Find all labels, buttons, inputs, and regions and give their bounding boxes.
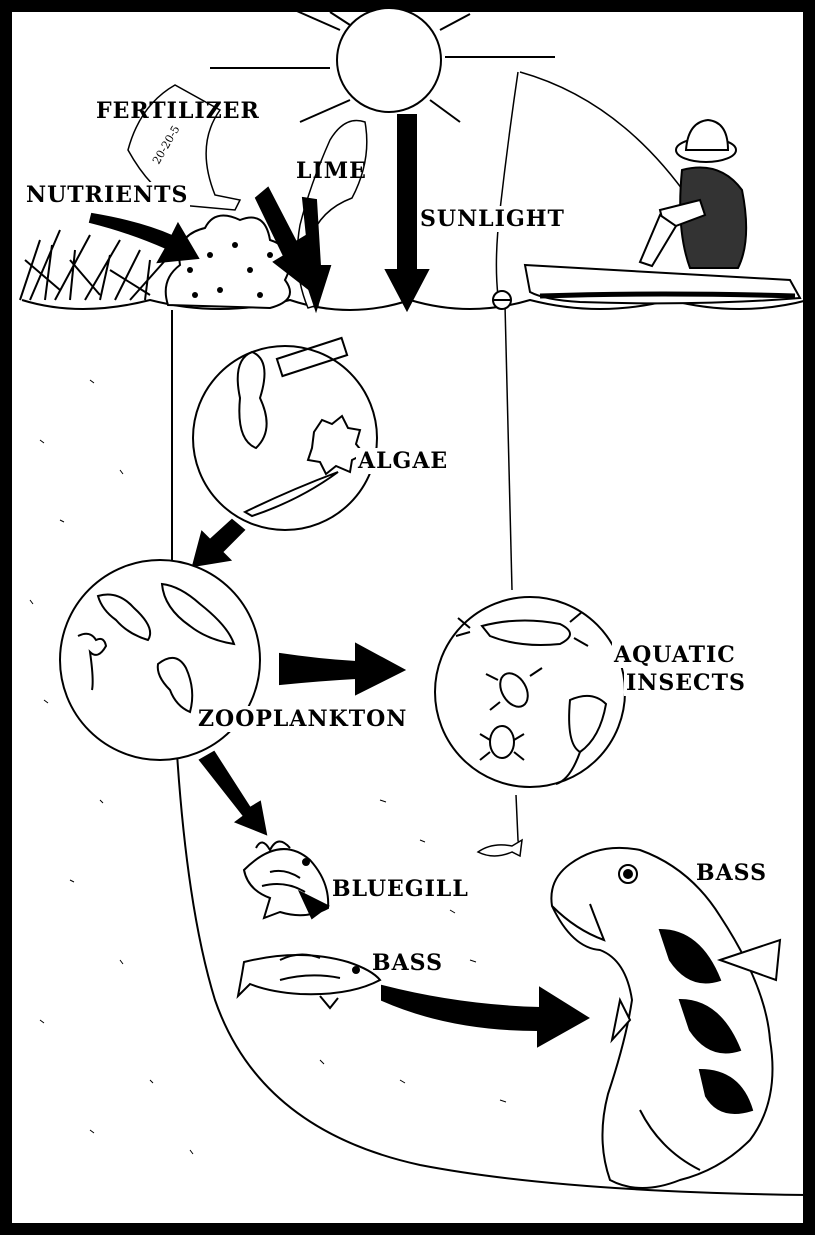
bluegill-fish bbox=[244, 841, 328, 918]
small-bass-label: BASS bbox=[372, 950, 443, 976]
bait-fish-icon bbox=[478, 840, 522, 856]
bass-to-bass-arrow bbox=[382, 986, 588, 1046]
aquatic-insects-circle bbox=[435, 597, 625, 787]
sunlight-label: SUNLIGHT bbox=[418, 206, 567, 232]
algae-label: ALGAE bbox=[356, 448, 450, 474]
nutrients-arrow bbox=[90, 214, 198, 262]
aquatic-insects-label-line1: AQUATIC bbox=[612, 642, 738, 668]
large-bass-label: BASS bbox=[696, 860, 767, 886]
algae-circle bbox=[193, 338, 377, 530]
zooplankton-label: ZOOPLANKTON bbox=[196, 706, 409, 732]
nutrients-label: NUTRIENTS bbox=[24, 182, 190, 208]
algae-to-zooplankton-arrow bbox=[193, 520, 244, 566]
bluegill-label: BLUEGILL bbox=[330, 876, 471, 902]
sun-icon bbox=[210, 8, 555, 122]
fertilizer-label: FERTILIZER bbox=[96, 98, 260, 124]
aquatic-insects-label-line2: INSECTS bbox=[624, 670, 748, 696]
small-bass-fish bbox=[238, 954, 380, 1008]
lime-label: LIME bbox=[296, 158, 367, 184]
zooplankton-to-insects-arrow bbox=[280, 644, 404, 694]
zooplankton-to-bluegill-arrow bbox=[200, 752, 266, 834]
fisherman bbox=[640, 120, 746, 268]
